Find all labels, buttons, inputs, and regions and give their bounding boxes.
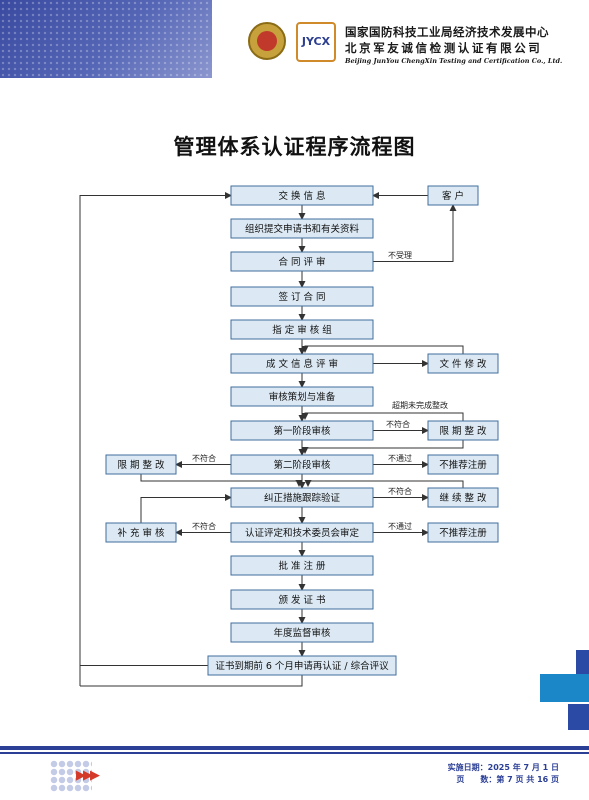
box-continue-rectify: 继 续 整 改	[427, 487, 499, 508]
box-document-review: 成 文 信 息 评 审	[230, 353, 374, 374]
box-annual-surveillance-label: 年度监督审核	[273, 627, 331, 639]
box-exchange-info-label: 交 换 信 息	[278, 190, 325, 202]
box-submit-application-label: 组织提交申请书和有关资料	[245, 223, 360, 235]
company-logo: JYCX	[296, 22, 336, 62]
arrow-doc-back	[301, 345, 464, 354]
box-not-recommended-1: 不推荐注册	[427, 454, 499, 475]
label-not-accepted: 不受理	[388, 250, 412, 260]
footer-dot-pattern	[50, 760, 92, 792]
arrow-overdue	[301, 440, 464, 454]
box-approve-register-label: 批 准 注 册	[278, 560, 326, 572]
box-contract-review: 合 同 评 审	[230, 251, 374, 272]
label-not-passed-1: 不通过	[388, 453, 412, 463]
box-stage2-audit-label: 第二阶段审核	[273, 459, 331, 471]
header-corner-pattern	[0, 0, 212, 78]
box-document-revision-label: 文 件 修 改	[439, 358, 487, 370]
box-exchange-info: 交 换 信 息	[230, 185, 374, 206]
box-stage1-audit: 第一阶段审核	[230, 420, 374, 441]
box-recertification-label: 证书到期前 6 个月申请再认证 / 综合评议	[215, 660, 389, 672]
box-deadline-rectify-right: 限 期 整 改	[427, 420, 499, 441]
box-deadline-rectify-left-label: 限 期 整 改	[117, 459, 165, 471]
box-corrective-verification-label: 纠正措施跟踪验证	[264, 492, 341, 504]
box-continue-rectify-label: 继 续 整 改	[439, 492, 487, 504]
box-issue-certificate-label: 颁 发 证 书	[278, 594, 326, 606]
box-assign-audit-team: 指 定 审 核 组	[230, 319, 374, 340]
emblem-icon	[248, 22, 286, 60]
box-sign-contract-label: 签 订 合 同	[278, 291, 325, 303]
box-corrective-verification: 纠正措施跟踪验证	[230, 487, 374, 508]
box-deadline-rectify-left: 限 期 整 改	[105, 454, 177, 475]
org-name-line1: 国家国防科技工业局经济技术发展中心	[345, 25, 549, 39]
label-nonconform-1: 不符合	[386, 419, 410, 429]
box-stage1-audit-label: 第一阶段审核	[273, 425, 331, 437]
box-audit-planning-label: 审核策划与准备	[269, 391, 336, 403]
box-audit-planning: 审核策划与准备	[230, 386, 374, 407]
box-assign-audit-team-label: 指 定 审 核 组	[272, 324, 332, 336]
loop-line	[80, 675, 303, 687]
box-approve-register: 批 准 注 册	[230, 555, 374, 576]
box-submit-application: 组织提交申请书和有关资料	[230, 218, 374, 239]
box-customer-label: 客 户	[442, 190, 464, 202]
page-title: 管理体系认证程序流程图	[173, 134, 416, 159]
box-not-recommended-2: 不推荐注册	[427, 522, 499, 543]
decor-block	[568, 704, 589, 730]
implementation-date: 实施日期：2025 年 7 月 1 日	[447, 763, 559, 772]
label-nonconform-2: 不符合	[192, 453, 216, 463]
arrow-supplementary-back	[140, 494, 232, 523]
box-not-recommended-1-label: 不推荐注册	[439, 459, 487, 471]
box-document-revision: 文 件 修 改	[427, 353, 499, 374]
box-annual-surveillance: 年度监督审核	[230, 622, 374, 643]
org-name-english: Beijing JunYou ChengXin Testing and Cert…	[345, 57, 563, 65]
arrow-not-accepted	[373, 204, 457, 262]
label-overdue: 超期未完成整改	[392, 400, 448, 410]
box-supplementary-audit-label: 补 充 审 核	[117, 527, 165, 539]
chevron-right-icon: ▶▶▶	[76, 768, 100, 783]
box-certification-decision: 认证评定和技术委员会审定	[230, 522, 374, 543]
box-not-recommended-2-label: 不推荐注册	[439, 527, 487, 539]
page-count: 页 数：第 7 页 共 16 页	[456, 775, 559, 784]
box-supplementary-audit: 补 充 审 核	[105, 522, 177, 543]
arrow-loop-back	[79, 192, 232, 686]
label-not-passed-2: 不通过	[388, 521, 412, 531]
box-contract-review-label: 合 同 评 审	[278, 256, 325, 268]
box-stage2-audit: 第二阶段审核	[230, 454, 374, 475]
decor-block	[540, 674, 589, 702]
box-deadline-rectify-right-label: 限 期 整 改	[439, 425, 487, 437]
box-recertification: 证书到期前 6 个月申请再认证 / 综合评议	[207, 655, 397, 676]
label-nonconform-3: 不符合	[388, 486, 412, 496]
footer-band	[0, 746, 589, 750]
box-sign-contract: 签 订 合 同	[230, 286, 374, 307]
arrow-left-rectify-back	[140, 474, 303, 487]
label-nonconform-4: 不符合	[192, 521, 216, 531]
footer-band	[0, 752, 589, 754]
box-document-review-label: 成 文 信 息 评 审	[266, 358, 338, 370]
arrow-rectify-back	[301, 412, 464, 421]
box-issue-certificate: 颁 发 证 书	[230, 589, 374, 610]
org-name-line2: 北京军友诚信检测认证有限公司	[345, 41, 543, 55]
box-certification-decision-label: 认证评定和技术委员会审定	[245, 527, 360, 539]
arrow-continue-back	[304, 480, 464, 488]
box-customer: 客 户	[427, 185, 479, 206]
